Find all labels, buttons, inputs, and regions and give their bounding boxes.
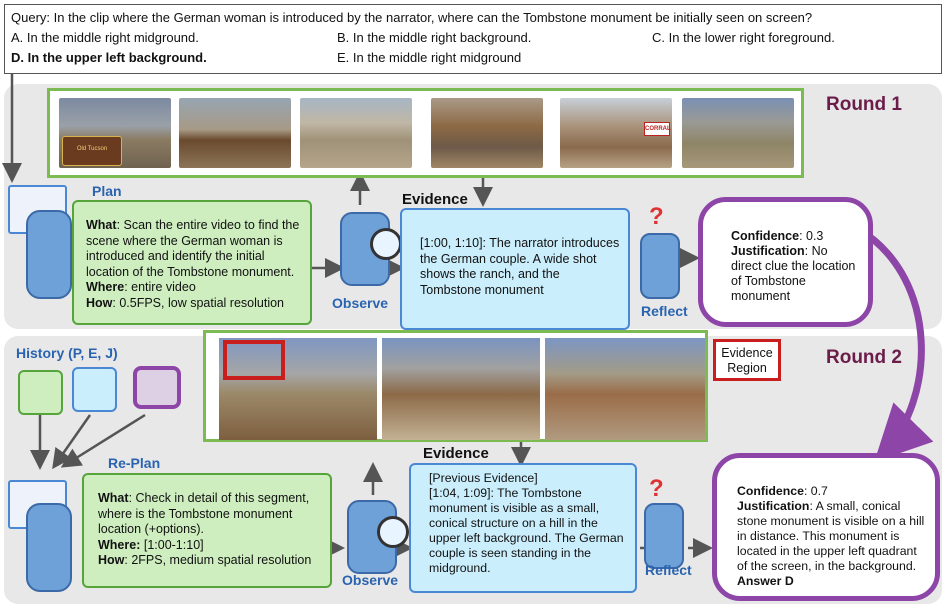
evidence-text-2: [Previous Evidence] [1:04, 1:09]: The To… [429, 471, 624, 575]
evidence-label: Evidence [402, 191, 468, 208]
confidence-key-2: Confidence [737, 484, 804, 498]
history-plan-scroll [18, 370, 63, 415]
confidence-value-2: : 0.7 [803, 484, 828, 498]
question-mark-icon: ? [649, 203, 664, 230]
evidence-region-highlight [223, 340, 285, 380]
option-c: C. In the lower right foreground. [652, 30, 835, 45]
replan-how-key: How [98, 553, 125, 567]
replan-what-key: What [98, 491, 129, 505]
confidence-key: Confidence [731, 229, 800, 243]
observe-label: Observe [332, 295, 389, 311]
query-box: Query: In the clip where the German woma… [4, 4, 942, 74]
option-b: B. In the middle right background. [337, 30, 532, 45]
evidence-label-2: Evidence [423, 445, 489, 462]
query-text: Query: In the clip where the German woma… [11, 10, 813, 25]
option-a: A. In the middle right midground. [11, 30, 199, 45]
option-d-correct: D. In the upper left background. [11, 50, 207, 65]
video-frame-2 [179, 98, 291, 168]
replan-what-text: : Check in detail of this segment, where… [98, 491, 310, 536]
question-mark-icon-2: ? [649, 475, 664, 502]
round2-title: Round 2 [826, 347, 902, 368]
zoomed-frame-1 [219, 338, 377, 440]
justification-text-2: : A small, conical stone monument is vis… [737, 499, 925, 573]
magnifier-icon-2 [377, 516, 409, 548]
plan-scroll: What: Scan the entire video to find the … [72, 200, 312, 325]
video-frame-5: CORRAL [560, 98, 672, 168]
plan-label: Plan [92, 183, 122, 199]
reflector-robot-icon [640, 233, 680, 299]
plan-where-text: : entire video [124, 280, 196, 294]
evidence-text: [1:00, 1:10]: The narrator introduces th… [420, 236, 620, 297]
reflect-label-2: Reflect [645, 562, 692, 578]
observe-label-2: Observe [342, 572, 399, 588]
video-frame-1: Old Tucson [59, 98, 171, 168]
history-justification-box [133, 366, 181, 409]
evidence-scroll: [1:00, 1:10]: The narrator introduces th… [400, 208, 630, 330]
replan-label: Re-Plan [108, 455, 161, 471]
magnifier-icon [370, 228, 402, 260]
plan-where-key: Where [86, 280, 125, 294]
evidence-scroll-2: [Previous Evidence] [1:04, 1:09]: The To… [409, 463, 637, 593]
replan-where-text: [1:00-1:10] [140, 537, 204, 552]
round1-title: Round 1 [826, 94, 902, 115]
evidence-region-legend: Evidence Region [713, 339, 781, 381]
plan-how-key: How [86, 295, 113, 310]
reflector-robot-icon-2 [644, 503, 684, 569]
video-frame-6 [682, 98, 794, 168]
history-evidence-scroll [72, 367, 117, 412]
reflect-label: Reflect [641, 303, 688, 319]
plan-what-text: : Scan the entire video to find the scen… [86, 218, 300, 279]
round1-frame-strip: Old Tucson CORRAL [47, 88, 804, 178]
justification-key-2: Justification [737, 499, 810, 513]
corral-sign: CORRAL [644, 122, 671, 136]
confidence-value: : 0.3 [799, 229, 824, 243]
old-tucson-logo: Old Tucson [62, 136, 122, 166]
planner-robot-icon [26, 210, 72, 299]
justification-key: Justification [731, 244, 805, 258]
plan-what-key: What [86, 218, 117, 232]
replanner-robot-icon [26, 503, 72, 592]
replan-how-text: : 2FPS, medium spatial resolution [124, 553, 312, 567]
video-frame-4 [431, 98, 543, 168]
final-answer: Answer D [737, 574, 794, 588]
round2-frame-strip [203, 330, 708, 442]
plan-how-text: : 0.5FPS, low spatial resolution [112, 295, 285, 310]
video-frame-3 [300, 98, 412, 168]
option-e: E. In the middle right midground [337, 50, 522, 65]
confidence-box: Confidence: 0.3 Justification: No direct… [698, 197, 873, 327]
confidence-box-2: Confidence: 0.7 Justification: A small, … [712, 453, 940, 601]
history-label: History (P, E, J) [16, 345, 118, 361]
zoomed-frame-3 [545, 338, 705, 440]
justification-text: : No direct clue the location of Tombsto… [731, 244, 856, 303]
replan-scroll: What: Check in detail of this segment, w… [82, 473, 332, 588]
zoomed-frame-2 [382, 338, 540, 440]
replan-where-key: Where: [98, 537, 141, 552]
